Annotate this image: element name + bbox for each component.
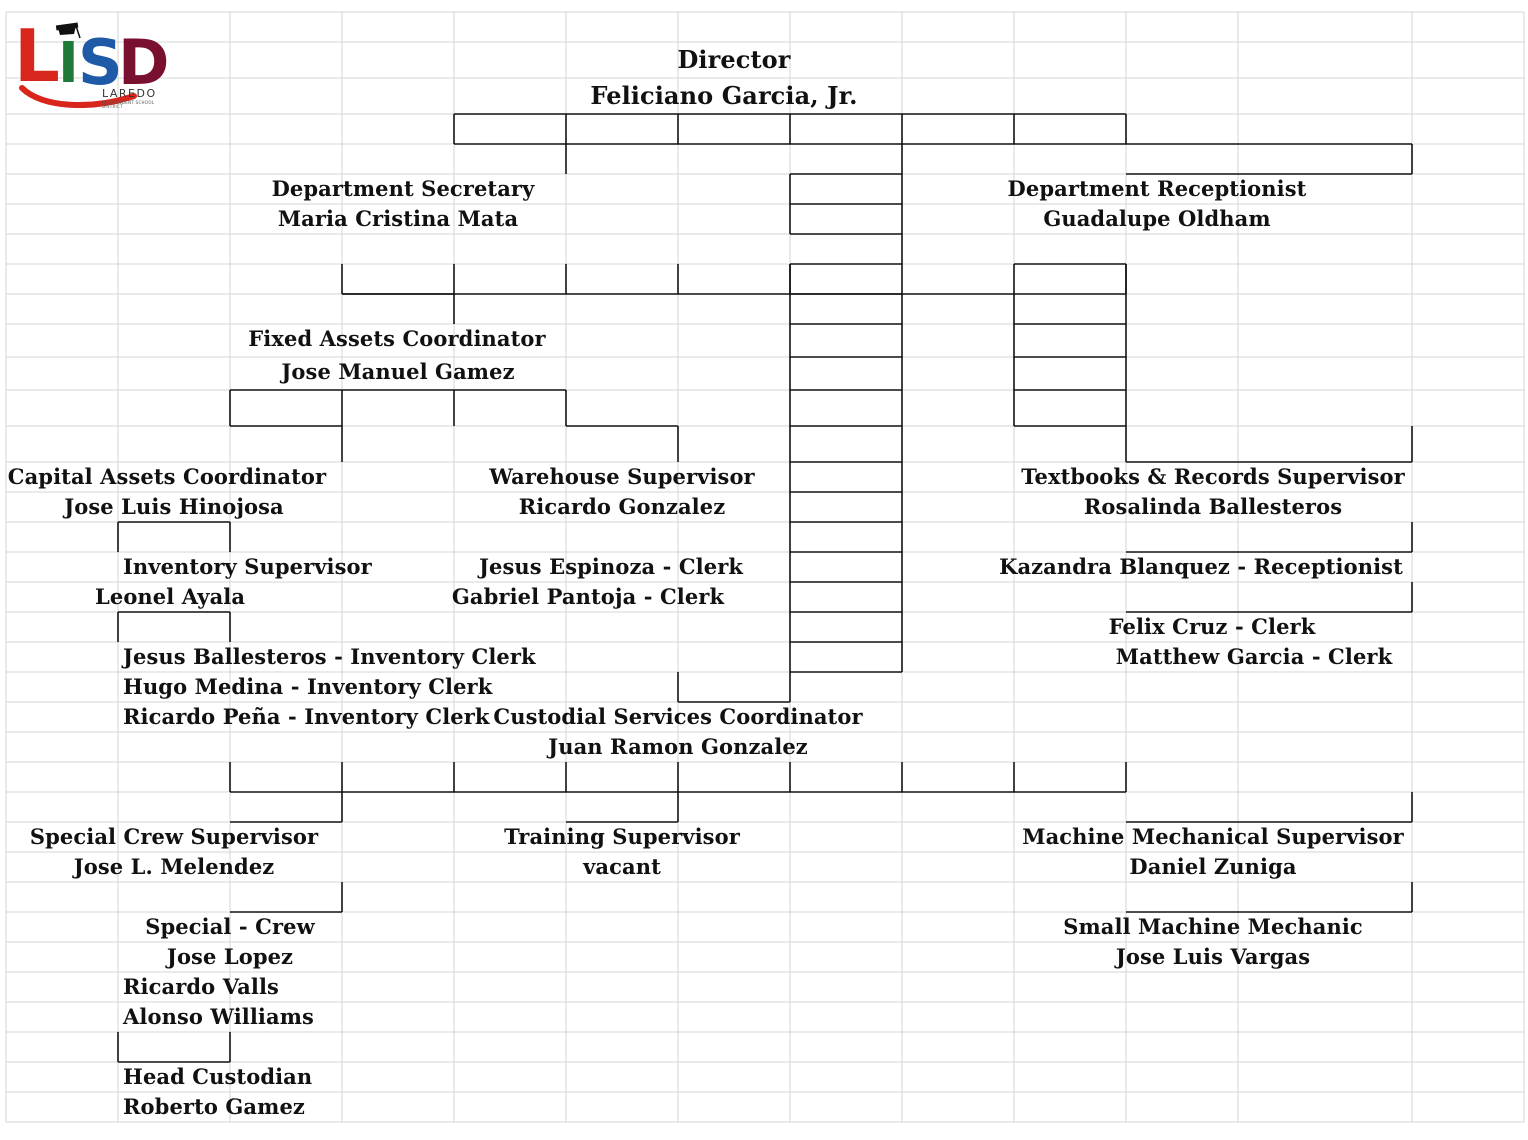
- custodial-name: Juan Ramon Gonzalez: [548, 734, 808, 759]
- logo-letter-s: S: [78, 26, 123, 99]
- logo-letter-i: I: [58, 31, 79, 96]
- warehouse-name: Ricardo Gonzalez: [518, 494, 726, 519]
- dept-receptionist-name: Guadalupe Oldham: [1043, 206, 1271, 231]
- dept-secretary-title: Department Secretary: [271, 176, 535, 201]
- special-crew-title: Special Crew Supervisor: [29, 824, 319, 849]
- training-title: Training Supervisor: [504, 824, 740, 849]
- dept-secretary-name: Maria Cristina Mata: [277, 206, 519, 231]
- director-title: Director: [677, 45, 791, 74]
- capital-assets-title: Capital Assets Coordinator: [7, 464, 327, 489]
- logo-letter-d: D: [118, 26, 170, 99]
- inventory-clerk: Hugo Medina - Inventory Clerk: [123, 674, 493, 699]
- textbooks-name: Rosalinda Ballesteros: [1083, 494, 1343, 519]
- special-crew-member: Ricardo Valls: [123, 974, 279, 999]
- inventory-clerk: Ricardo Peña - Inventory Clerk: [123, 704, 490, 729]
- lisd-logo: L I S D LAREDO INDEPENDENT SCHOOL DISTRI…: [12, 14, 172, 109]
- textbooks-clerk: Felix Cruz - Clerk: [1108, 614, 1316, 639]
- capital-assets-name: Jose Luis Hinojosa: [64, 494, 284, 519]
- warehouse-title: Warehouse Supervisor: [489, 464, 755, 489]
- fixed-assets-title: Fixed Assets Coordinator: [248, 326, 546, 351]
- special-crew-name: Jose L. Melendez: [73, 854, 275, 879]
- machine-title: Machine Mechanical Supervisor: [1022, 824, 1404, 849]
- small-machine-title: Small Machine Mechanic: [1063, 914, 1363, 939]
- inventory-title: Inventory Supervisor: [123, 554, 372, 579]
- head-custodian-title: Head Custodian: [123, 1064, 313, 1089]
- fixed-assets-name: Jose Manuel Gamez: [281, 359, 515, 384]
- logo-letter-l: L: [14, 14, 60, 98]
- custodial-title: Custodial Services Coordinator: [493, 704, 863, 729]
- inventory-clerk: Jesus Ballesteros - Inventory Clerk: [123, 644, 536, 669]
- textbooks-receptionist: Kazandra Blanquez - Receptionist: [999, 554, 1403, 579]
- machine-name: Daniel Zuniga: [1129, 854, 1297, 879]
- special-crew-label: Special - Crew: [145, 914, 315, 939]
- special-crew-member: Alonso Williams: [123, 1004, 314, 1029]
- logo-swoosh: [19, 22, 137, 108]
- textbooks-clerk: Matthew Garcia - Clerk: [1115, 644, 1393, 669]
- inventory-name: Leonel Ayala: [95, 584, 246, 609]
- warehouse-clerk: Gabriel Pantoja - Clerk: [451, 584, 725, 609]
- dept-receptionist-title: Department Receptionist: [1007, 176, 1307, 201]
- textbooks-title: Textbooks & Records Supervisor: [1021, 464, 1405, 489]
- logo-tagline: INDEPENDENT SCHOOL DISTRICT: [102, 100, 155, 109]
- logo-wordmark: LAREDO: [102, 87, 157, 100]
- special-crew-member: Jose Lopez: [166, 944, 294, 969]
- director-name: Feliciano Garcia, Jr.: [590, 81, 858, 110]
- small-machine-name: Jose Luis Vargas: [1115, 944, 1311, 969]
- training-name: vacant: [583, 854, 661, 879]
- warehouse-clerk: Jesus Espinoza - Clerk: [478, 554, 744, 579]
- head-custodian-name: Roberto Gamez: [123, 1094, 305, 1119]
